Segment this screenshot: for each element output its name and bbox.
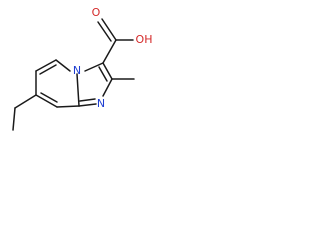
bond-c5-c6 — [35, 59, 57, 72]
bond-c7-ethyl — [14, 94, 37, 109]
oxygen-carbonyl-label: O — [92, 6, 101, 19]
bond-carbonyl-inner — [97, 21, 112, 42]
bond-c7-c8 — [35, 94, 58, 108]
molecule-structure: O OH N N — [12, 6, 153, 131]
bond-c2-n1 — [102, 78, 113, 97]
bond-c3-carboxyl — [102, 39, 117, 64]
bond-c8-c8a — [56, 105, 80, 108]
structure-canvas: O OH N N — [0, 0, 175, 148]
hydroxyl-label: OH — [136, 33, 153, 46]
bond-n1-c8a-inner — [79, 98, 96, 102]
nitrogen-imine-label: N — [97, 97, 105, 110]
bond-c8a-n4 — [76, 73, 80, 107]
bond-n4-c3 — [84, 62, 104, 72]
bond-c5-c6-inner — [39, 64, 57, 75]
bond-n1-c8a — [78, 103, 97, 107]
bond-n4-c5 — [55, 59, 71, 72]
nitrogen-bridge-label: N — [73, 64, 81, 77]
bond-c3-c2-inner — [98, 66, 108, 82]
bond-c7-c8-inner — [40, 92, 58, 103]
bond-carbonyl-outer — [101, 18, 117, 41]
bond-c3-c2 — [102, 62, 113, 80]
bond-ethyl-methyl — [12, 107, 16, 131]
